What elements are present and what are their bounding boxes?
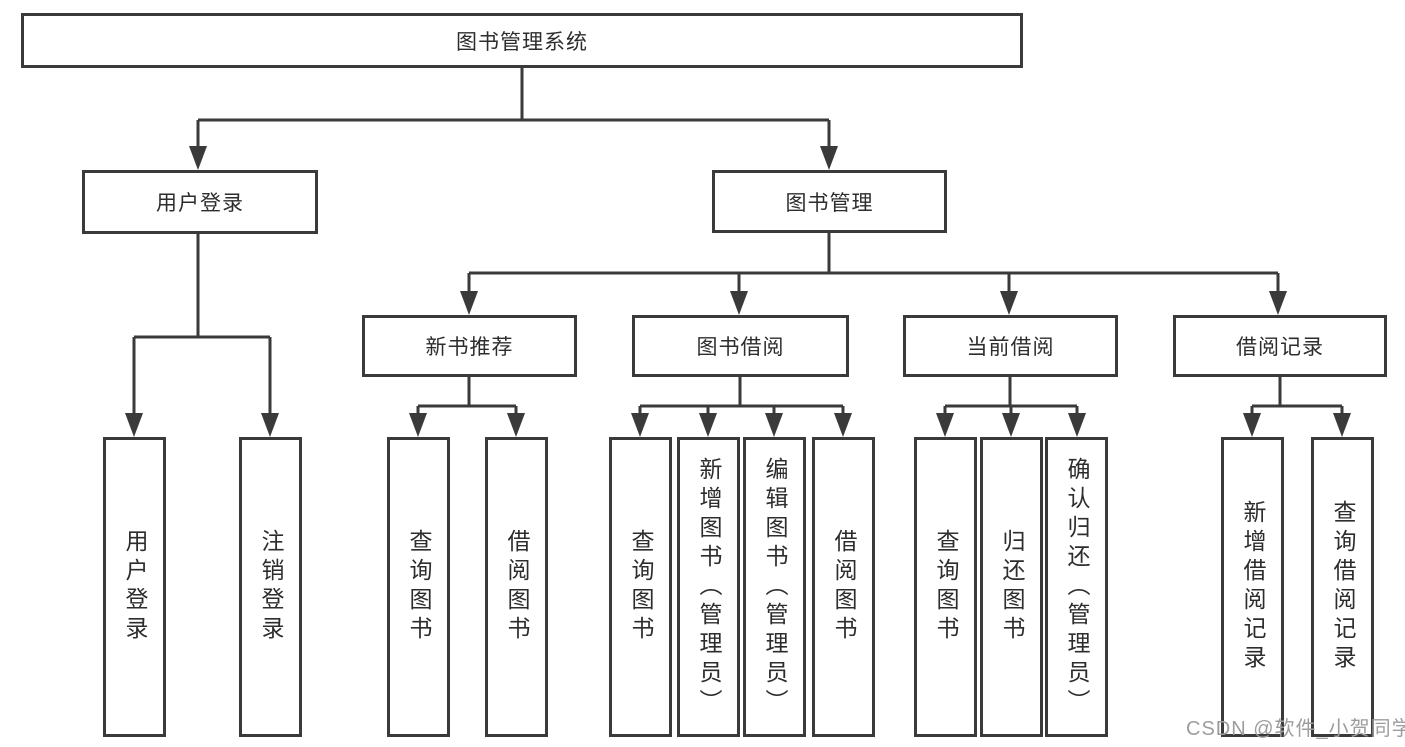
arrowhead-down-icon	[189, 146, 207, 170]
arrowhead-down-icon	[631, 413, 649, 437]
leaf-recommend-borrow-book: 借阅图书	[485, 437, 548, 737]
arrowhead-down-icon	[730, 291, 748, 315]
node-borrow-record: 借阅记录	[1173, 315, 1387, 377]
arrowhead-down-icon	[507, 413, 525, 437]
leaf-borrow-borrow-book-label: 借阅图书	[831, 529, 857, 645]
node-user-login-branch-label: 用户登录	[156, 192, 244, 215]
arrowhead-down-icon	[1068, 413, 1086, 437]
arrowhead-down-icon	[765, 413, 783, 437]
node-root-label: 图书管理系统	[456, 30, 588, 54]
leaf-record-query-record: 查询借阅记录	[1311, 437, 1374, 737]
arrowhead-down-icon	[834, 413, 852, 437]
leaf-current-query-book: 查询图书	[914, 437, 977, 737]
node-new-book-recommend: 新书推荐	[362, 315, 577, 377]
arrowhead-down-icon	[936, 413, 954, 437]
leaf-recommend-query-book: 查询图书	[387, 437, 450, 737]
node-current-borrow: 当前借阅	[903, 315, 1118, 377]
leaf-user-login: 用户登录	[103, 437, 166, 737]
arrowhead-down-icon	[409, 413, 427, 437]
leaf-logout-label: 注销登录	[258, 529, 284, 645]
node-book-borrow: 图书借阅	[632, 315, 849, 377]
node-root: 图书管理系统	[21, 13, 1023, 68]
arrowhead-down-icon	[820, 146, 838, 170]
leaf-logout: 注销登录	[239, 437, 302, 737]
node-book-borrow-label: 图书借阅	[696, 336, 785, 359]
arrowhead-down-icon	[125, 413, 143, 437]
leaf-borrow-add-book-label: 新增图书（管理员）	[696, 456, 722, 718]
arrowhead-down-icon	[460, 291, 478, 315]
arrowhead-down-icon	[1002, 413, 1020, 437]
leaf-borrow-edit-book-label: 编辑图书（管理员）	[762, 456, 788, 718]
csdn-watermark: CSDN @软件_小贺同学	[1186, 718, 1405, 740]
arrowhead-down-icon	[1269, 291, 1287, 315]
node-book-management-label: 图书管理	[785, 191, 874, 215]
leaf-recommend-query-book-label: 查询图书	[406, 529, 432, 645]
leaf-current-confirm-return-label: 确认归还（管理员）	[1064, 456, 1090, 718]
arrowhead-down-icon	[699, 413, 717, 437]
arrowhead-down-icon	[261, 413, 279, 437]
arrowhead-down-icon	[1333, 413, 1351, 437]
node-user-login-branch: 用户登录	[82, 170, 318, 234]
leaf-borrow-borrow-book: 借阅图书	[812, 437, 875, 737]
leaf-current-confirm-return: 确认归还（管理员）	[1045, 437, 1108, 737]
node-new-book-recommend-label: 新书推荐	[425, 336, 514, 359]
leaf-user-login-label: 用户登录	[122, 529, 148, 645]
leaf-recommend-borrow-book-label: 借阅图书	[504, 529, 530, 645]
arrowhead-down-icon	[1243, 413, 1261, 437]
leaf-borrow-add-book: 新增图书（管理员）	[677, 437, 740, 737]
leaf-record-add-record-label: 新增借阅记录	[1240, 500, 1266, 674]
node-borrow-record-label: 借阅记录	[1236, 336, 1324, 359]
arrowhead-down-icon	[1000, 291, 1018, 315]
leaf-current-return-book-label: 归还图书	[999, 529, 1025, 645]
node-book-management: 图书管理	[712, 170, 947, 233]
leaf-record-add-record: 新增借阅记录	[1221, 437, 1284, 737]
leaf-record-query-record-label: 查询借阅记录	[1330, 500, 1356, 674]
leaf-current-return-book: 归还图书	[980, 437, 1043, 737]
leaf-borrow-edit-book: 编辑图书（管理员）	[743, 437, 806, 737]
leaf-borrow-query-book-label: 查询图书	[628, 529, 654, 645]
node-current-borrow-label: 当前借阅	[966, 336, 1055, 359]
leaf-borrow-query-book: 查询图书	[609, 437, 672, 737]
leaf-current-query-book-label: 查询图书	[933, 529, 959, 645]
